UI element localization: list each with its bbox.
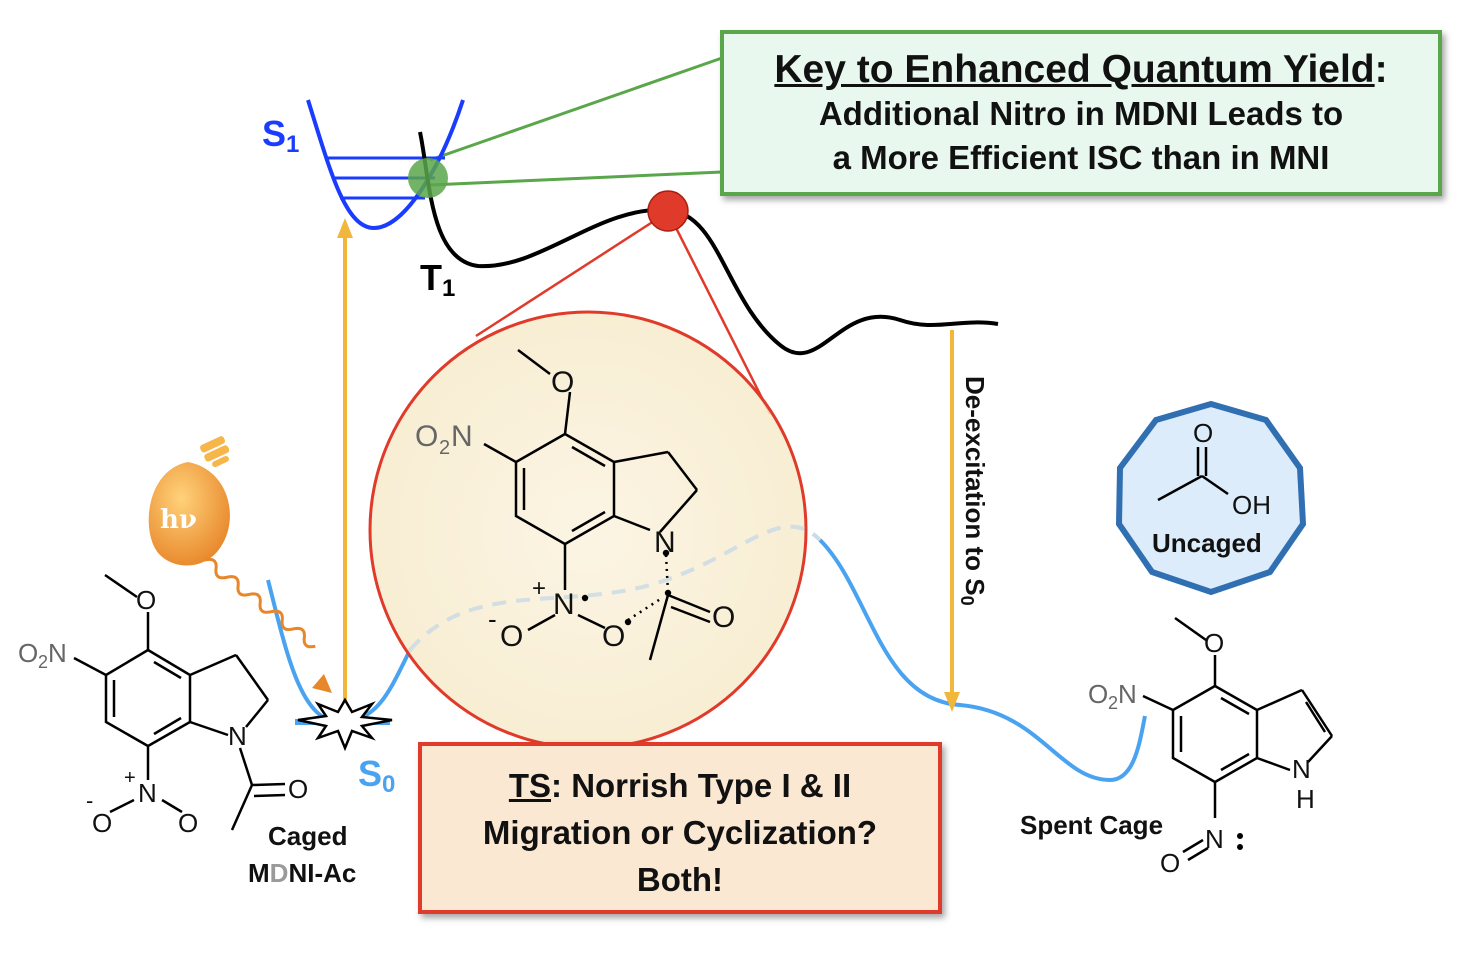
ts-nitro-o1: O <box>500 620 523 653</box>
ts-indoline-n: N <box>654 526 676 559</box>
photon-wave-icon <box>204 557 332 693</box>
spent-o2n-n: N <box>1118 679 1137 709</box>
caged-label-line1: Caged <box>268 821 347 851</box>
key-box-line2: a More Efficient ISC than in MNI <box>832 139 1330 176</box>
ts-point <box>647 190 689 232</box>
ts-box-label: TS <box>508 767 552 804</box>
spent-cage-molecule <box>1142 616 1334 862</box>
caged-molecule <box>73 573 286 831</box>
ts-box-line1-rest: : Norrish Type I & II <box>551 767 852 804</box>
caged-methoxy-o: O <box>136 585 156 615</box>
ts-box-line2: Migration or Cyclization? <box>482 814 878 851</box>
key-insight-box: Key to Enhanced Quantum Yield: Additiona… <box>720 30 1442 196</box>
caged-label: Caged MDNI-Ac <box>248 821 356 888</box>
ts-box-line3: Both! <box>636 861 724 898</box>
caged-label-m: M <box>248 858 270 888</box>
ts-atom-labels: O O 2 N N + N - O O O <box>415 366 735 653</box>
ts-o2n-sub: 2 <box>439 437 450 459</box>
key-box-title-colon: : <box>1374 48 1388 91</box>
isc-point <box>408 158 448 198</box>
caged-nitro-plus: + <box>124 767 136 789</box>
caged-o2n-sub: 2 <box>38 652 48 672</box>
excitation-burst-icon <box>297 697 393 752</box>
deexcitation-label: De-excitation to S0 <box>957 376 990 606</box>
caged-label-d: D <box>270 858 289 888</box>
spent-indole-h: H <box>1296 784 1315 814</box>
spent-atom-labels: O O 2 N N H N O <box>1088 628 1315 878</box>
caged-indoline-n: N <box>228 721 247 751</box>
deexcitation-arrow <box>944 330 960 712</box>
caged-o2n-o: O <box>18 638 38 668</box>
s0-dashed-overlay <box>408 524 822 652</box>
isc-lines <box>429 56 723 187</box>
spent-nitroso-o: O <box>1160 848 1180 878</box>
s0-label: S0 <box>358 753 395 798</box>
spent-cage-label: Spent Cage <box>1020 810 1163 840</box>
light-label: hν <box>160 505 197 535</box>
ts-carbonyl-o: O <box>712 601 735 634</box>
key-box-title: Key to Enhanced Quantum Yield: <box>724 48 1438 92</box>
ts-nitro-minus: - <box>488 604 497 634</box>
spent-methoxy-o: O <box>1204 628 1224 658</box>
spent-nitroso-n: N <box>1205 824 1224 854</box>
zoom-lines <box>475 210 772 415</box>
caged-nitro-o1: O <box>92 808 112 838</box>
s1-label: S1 <box>262 113 299 158</box>
ts-nitro-plus: + <box>532 575 546 602</box>
spent-lone-pair <box>1237 833 1243 850</box>
caged-nitro-n: N <box>138 778 157 808</box>
caged-nitro-minus: - <box>86 788 93 813</box>
spent-o2n-sub: 2 <box>1108 693 1118 713</box>
ts-nitro-n: N <box>553 588 575 621</box>
caged-nitro-o2: O <box>178 808 198 838</box>
ts-methoxy-o: O <box>551 366 574 399</box>
ts-box-line1: TS: Norrish Type I & II <box>422 762 938 809</box>
ts-o2n-n: N <box>451 420 473 453</box>
key-box-line1: Additional Nitro in MDNI Leads to <box>818 95 1344 132</box>
svg-text:MDNI-Ac: MDNI-Ac <box>248 858 356 888</box>
light-bulb-icon: hν <box>148 436 230 566</box>
uncaged-label: Uncaged <box>1152 528 1262 558</box>
caged-label-rest: NI-Ac <box>288 858 356 888</box>
excitation-arrow <box>337 218 353 712</box>
caged-o2n-n: N <box>48 638 67 668</box>
ts-o2n-o: O <box>415 420 438 453</box>
uncaged-carbonyl-o: O <box>1193 418 1213 448</box>
uncaged-oh: OH <box>1232 490 1271 520</box>
ts-question-box: TS: Norrish Type I & II Migration or Cyc… <box>418 742 942 914</box>
t1-curve <box>418 131 999 355</box>
s1-curve <box>306 99 465 231</box>
spent-o2n-o: O <box>1088 679 1108 709</box>
uncaged-badge: O OH Uncaged <box>1115 400 1307 596</box>
ts-molecule <box>483 349 711 661</box>
ts-nitro-o2: O <box>602 620 625 653</box>
t1-label: T1 <box>420 257 455 302</box>
key-box-title-text: Key to Enhanced Quantum Yield <box>774 48 1375 91</box>
ts-radical-dots <box>581 549 672 626</box>
caged-atom-labels: O O 2 N N + N - O O O <box>18 585 308 838</box>
spent-indole-n: N <box>1292 754 1311 784</box>
caged-carbonyl-o: O <box>288 774 308 804</box>
